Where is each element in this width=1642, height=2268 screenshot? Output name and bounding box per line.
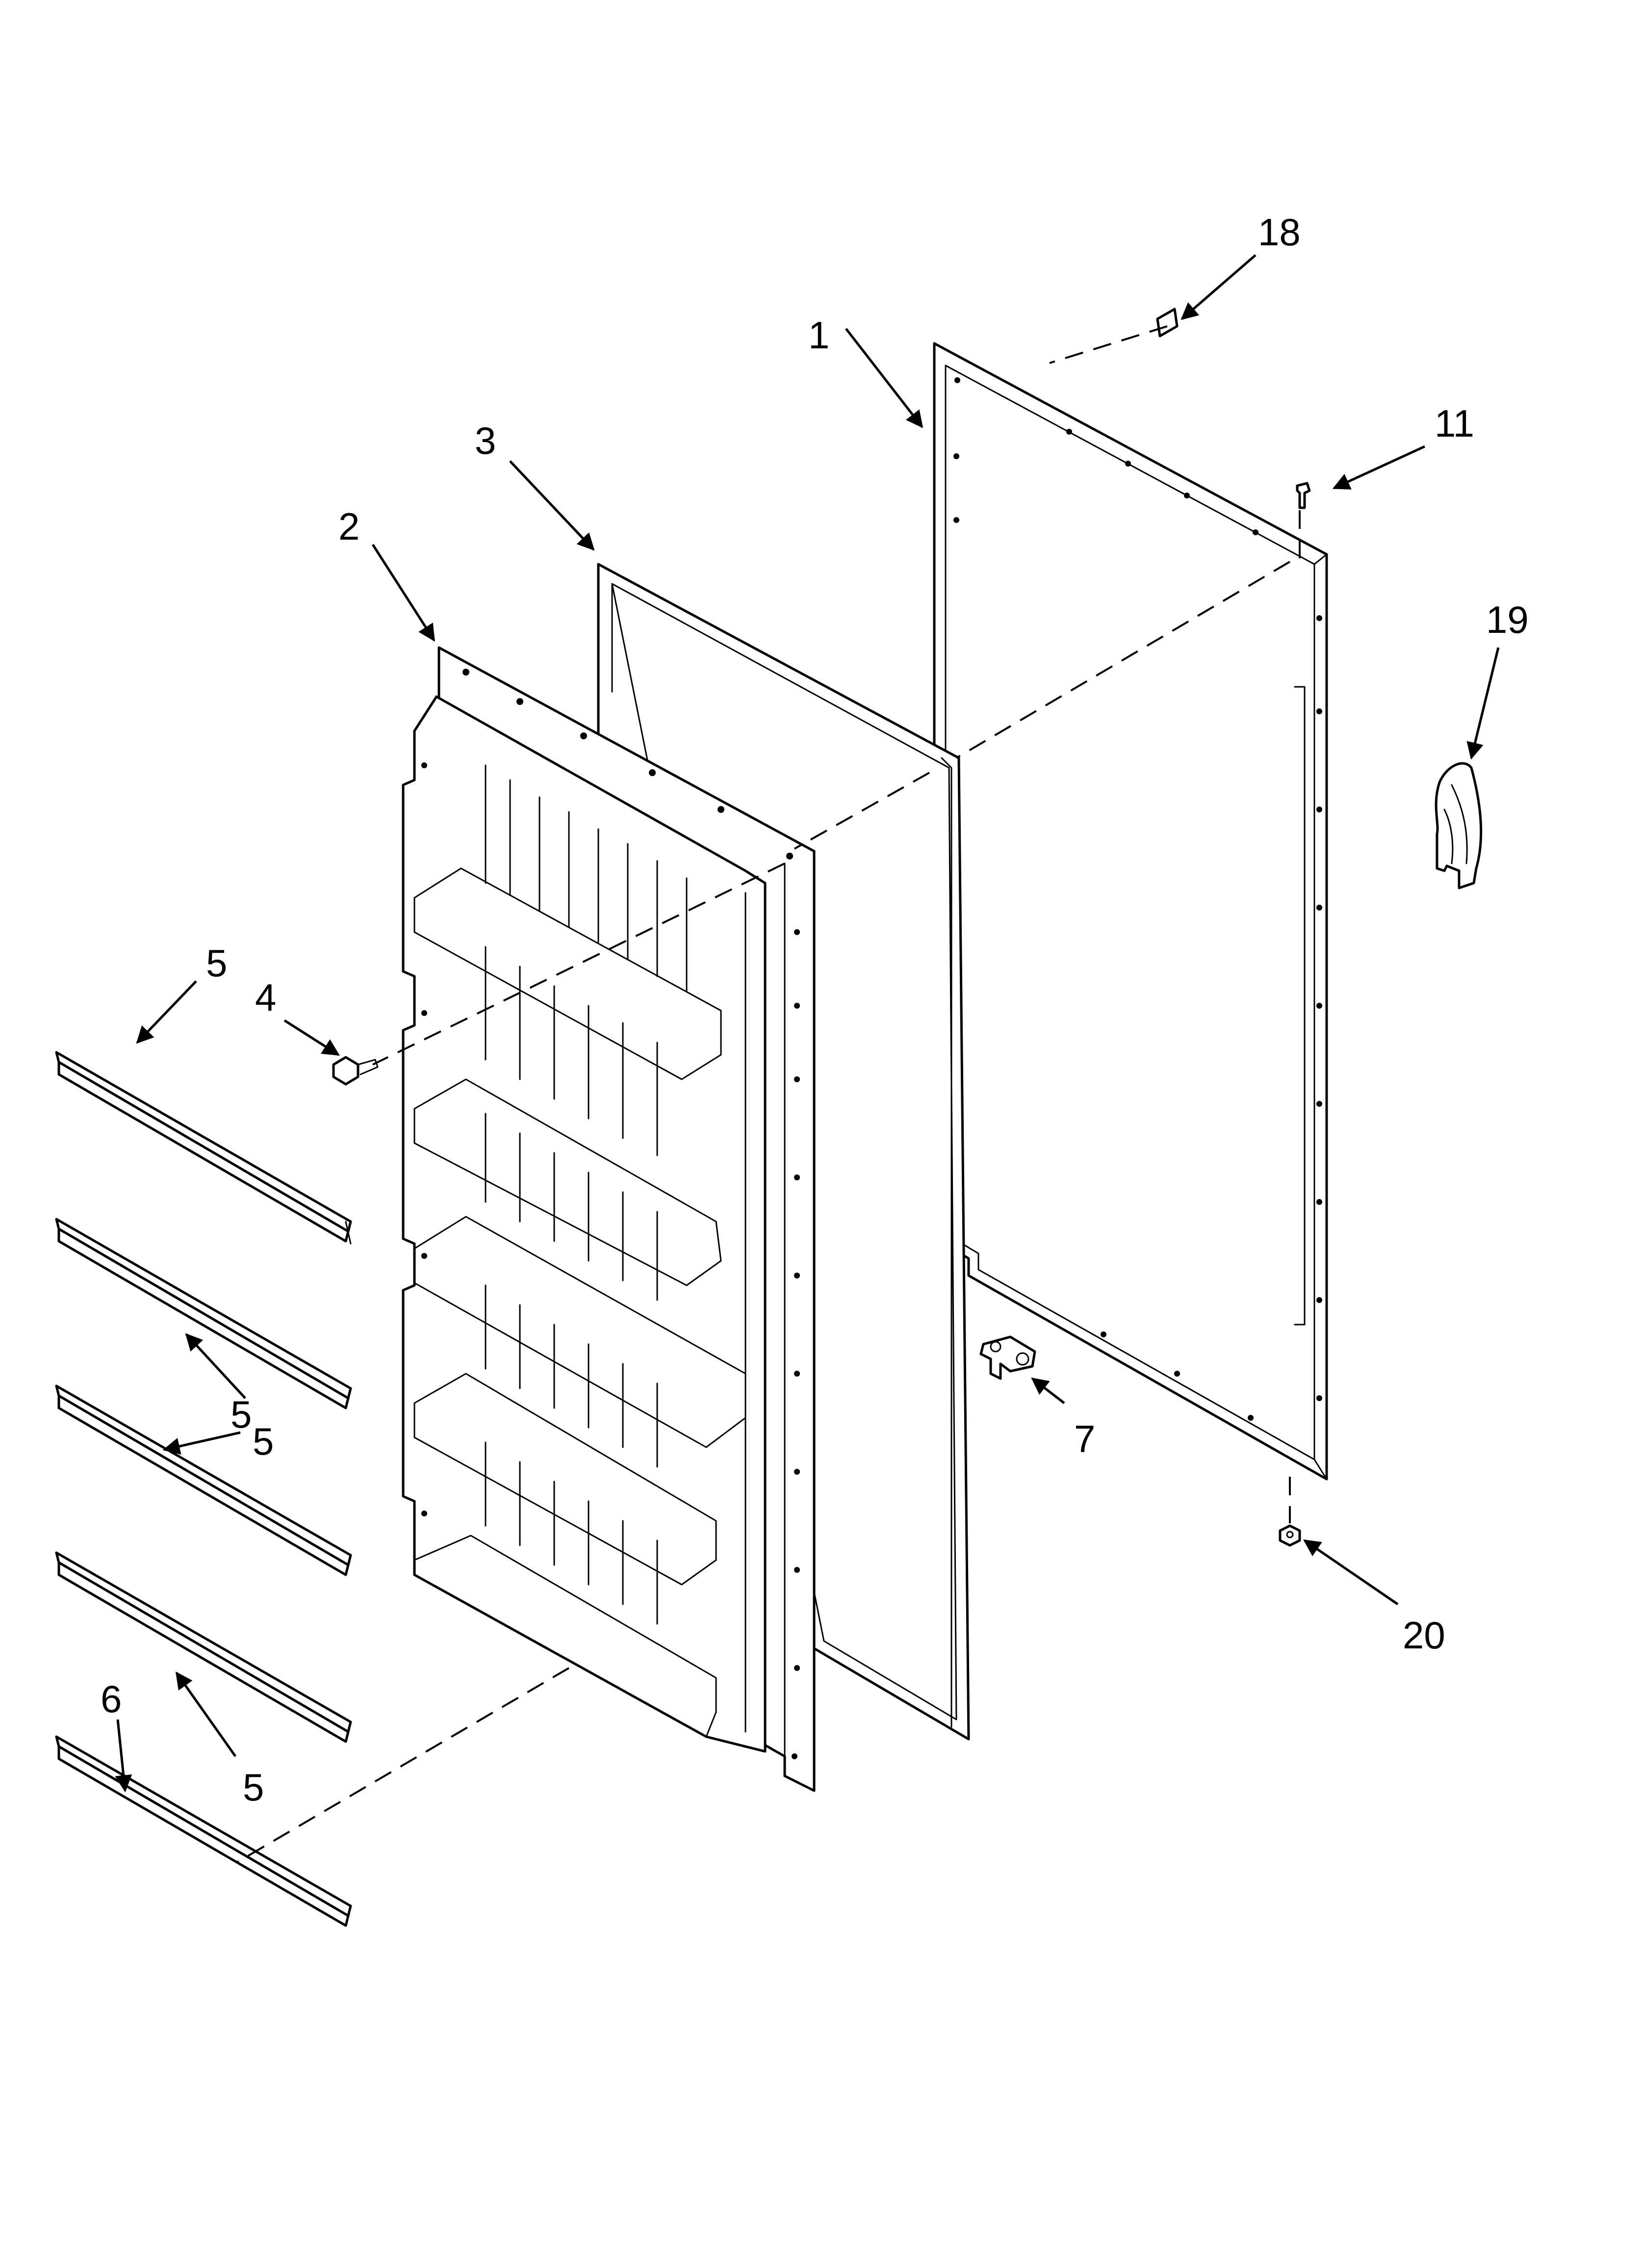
callout-5-second: 5 bbox=[231, 1393, 252, 1436]
callout-5-top: 5 bbox=[206, 941, 227, 985]
callout-5-fourth: 5 bbox=[243, 1766, 264, 1809]
part-20-nut-icon bbox=[1279, 1524, 1301, 1547]
part-2-door-liner bbox=[402, 646, 816, 1792]
callout-20: 20 bbox=[1403, 1614, 1445, 1657]
part-5-trim-strip-4 bbox=[55, 1551, 352, 1743]
callout-7: 7 bbox=[1074, 1417, 1095, 1460]
part-5-trim-strip-2 bbox=[55, 1218, 352, 1409]
part-7-hinge-clip-icon bbox=[979, 1335, 1036, 1380]
callout-labels: 1 2 3 4 5 5 5 5 6 7 11 18 19 20 bbox=[101, 210, 1529, 1809]
callout-6: 6 bbox=[101, 1677, 122, 1721]
part-1-door-gasket bbox=[933, 342, 1328, 1481]
callout-leaders bbox=[115, 254, 1500, 1793]
callout-19: 19 bbox=[1486, 598, 1529, 641]
part-5-trim-strip-1 bbox=[55, 1051, 352, 1245]
part-5-trim-strip-3 bbox=[55, 1384, 352, 1576]
callout-4: 4 bbox=[255, 976, 276, 1019]
callout-18: 18 bbox=[1258, 210, 1301, 254]
part-11-screw-icon bbox=[1296, 482, 1311, 509]
callout-2: 2 bbox=[338, 505, 359, 548]
part-19-door-handle-icon bbox=[1435, 762, 1483, 889]
assembly-lines bbox=[237, 325, 1301, 1863]
part-18-plate-icon bbox=[1156, 308, 1179, 338]
callout-5-third: 5 bbox=[253, 1420, 274, 1463]
callout-11: 11 bbox=[1435, 402, 1474, 445]
part-4-screw-icon bbox=[332, 1056, 379, 1086]
callout-1: 1 bbox=[808, 313, 829, 357]
part-6-trim-strip bbox=[55, 1735, 352, 1927]
callout-3: 3 bbox=[475, 419, 496, 462]
